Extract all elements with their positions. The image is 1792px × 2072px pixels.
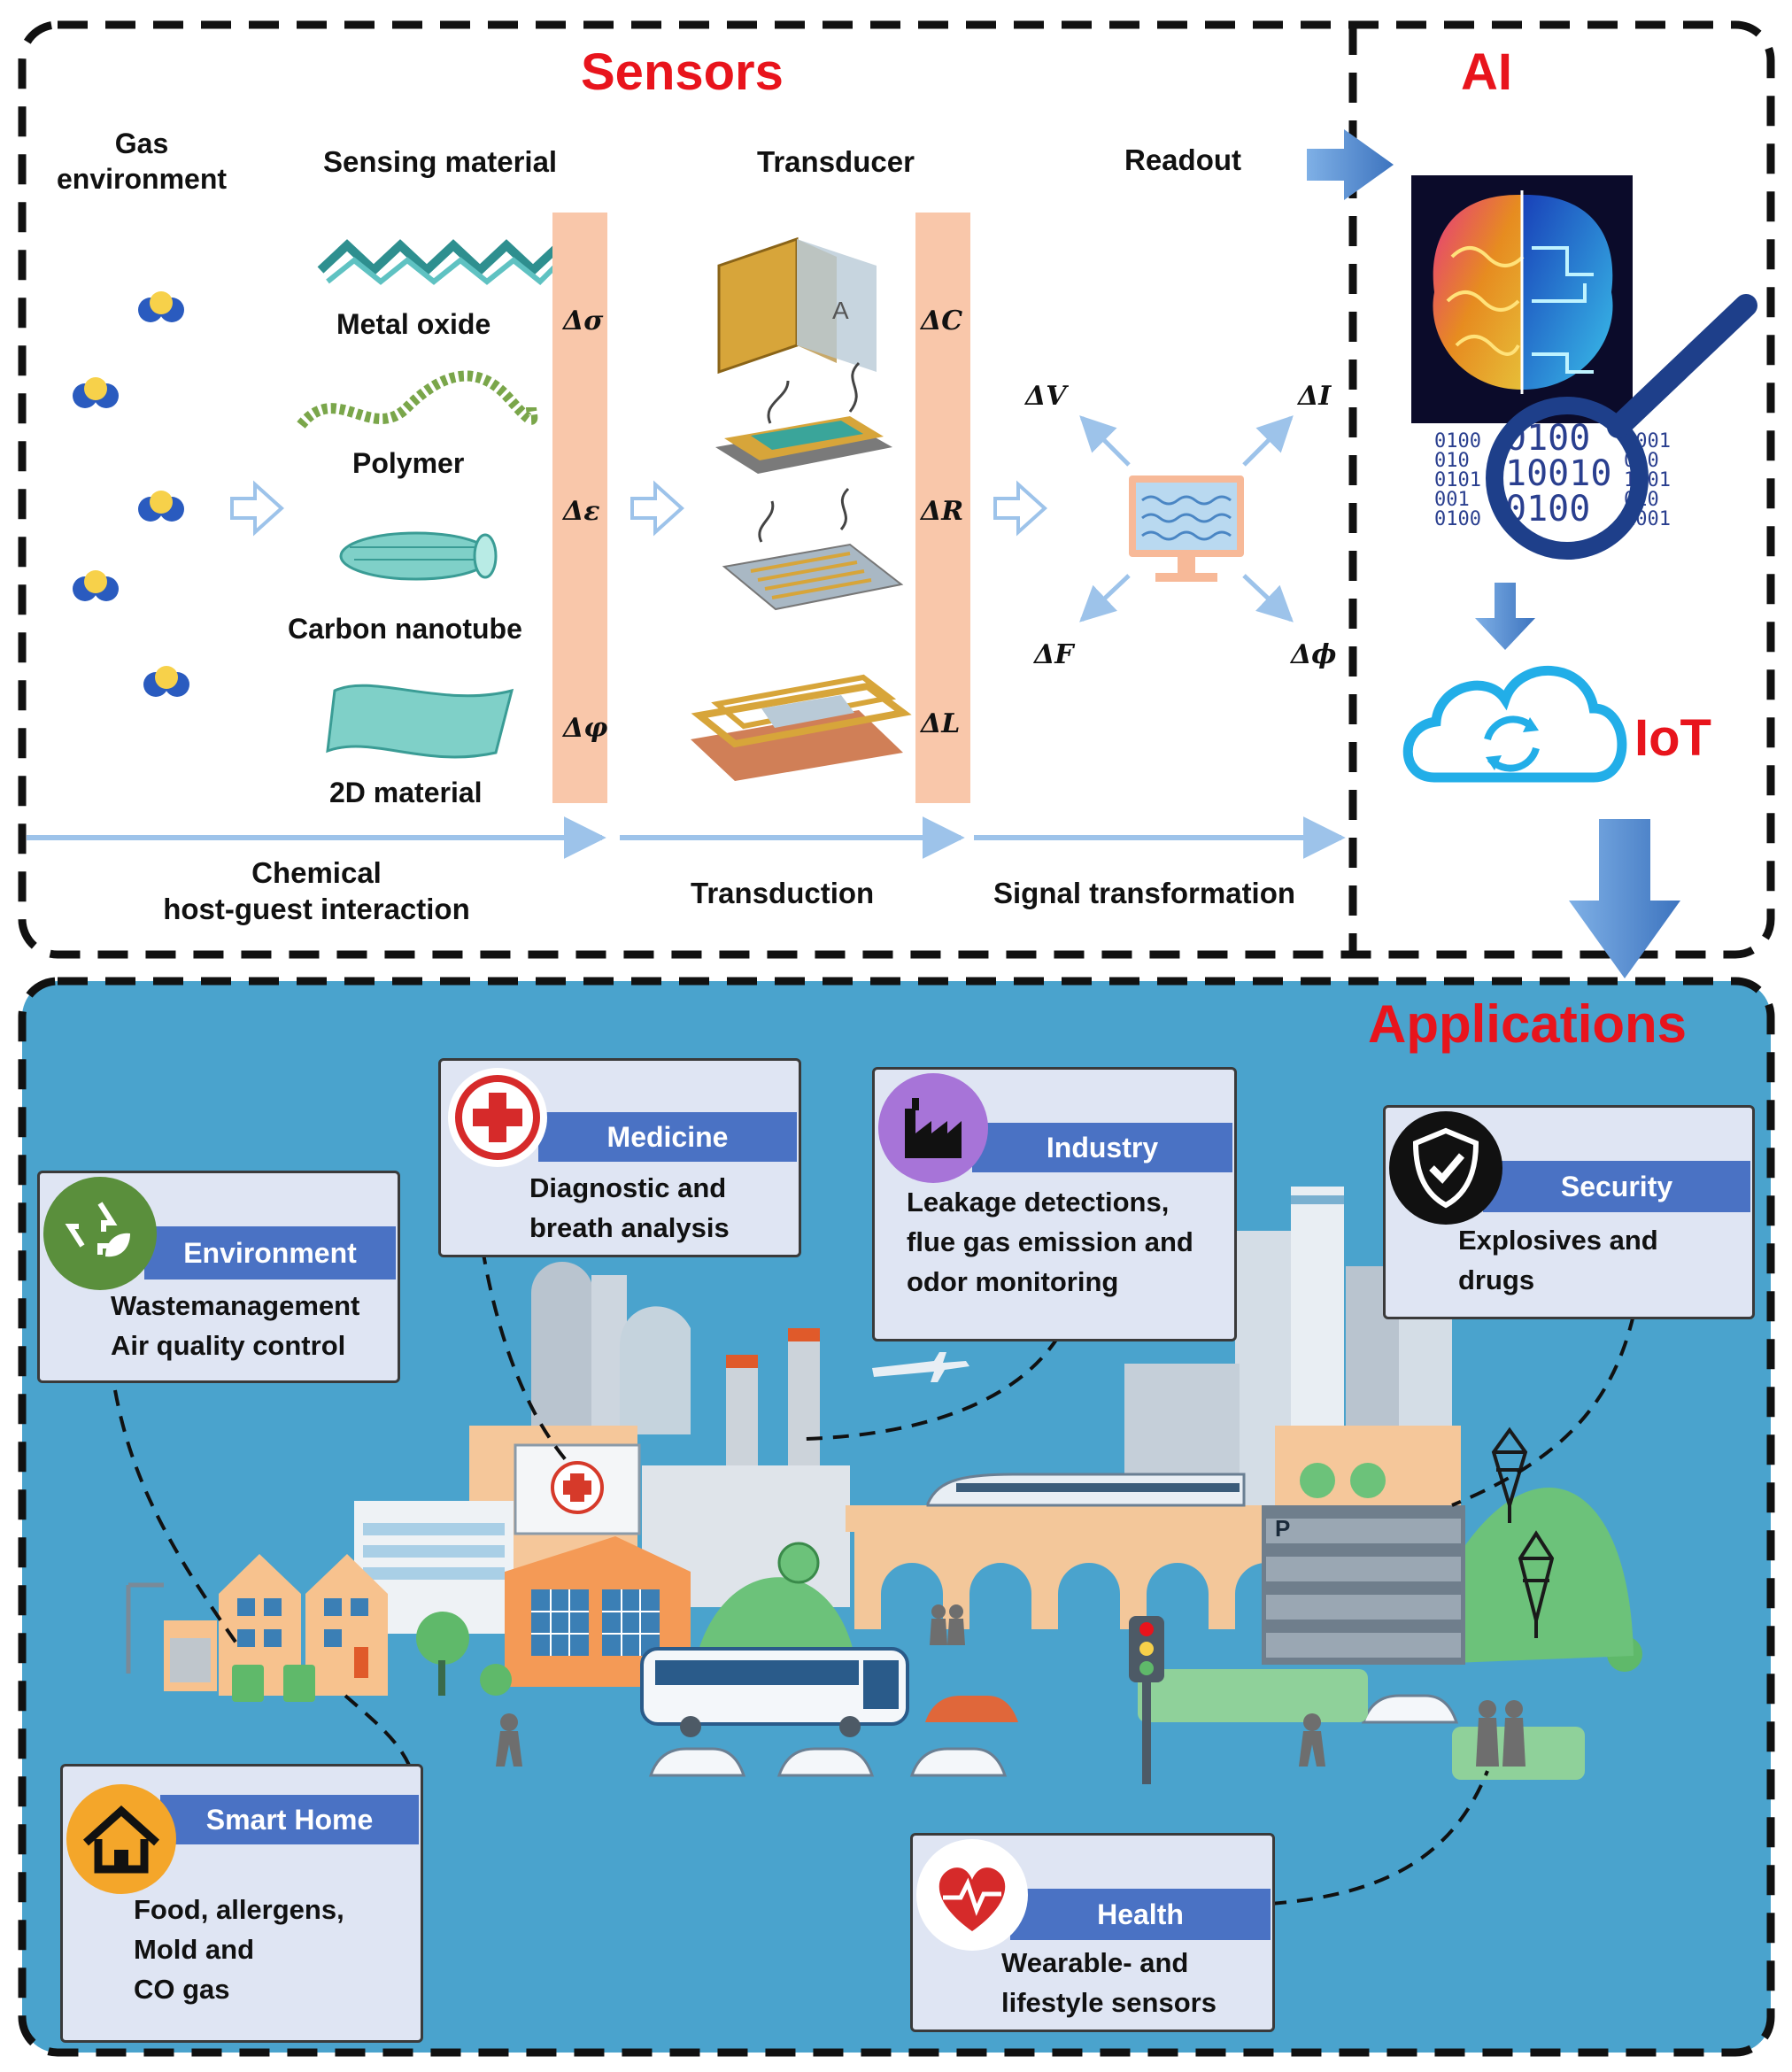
delta-label: Δϕ bbox=[1291, 639, 1337, 670]
gas-molecules bbox=[73, 291, 189, 697]
delta-label: ΔV bbox=[1025, 381, 1067, 412]
delta-label: ΔL bbox=[921, 708, 961, 739]
material-label: Polymer bbox=[352, 447, 465, 479]
readout-header: Readout bbox=[1124, 143, 1241, 176]
environment-text: Wastemanagement Air quality control bbox=[111, 1290, 360, 1361]
iot-title: IoT bbox=[1634, 709, 1711, 767]
transducer-header: Transducer bbox=[757, 145, 915, 178]
interdigitated-illustration bbox=[722, 487, 904, 611]
gas-environment-header: Gas environment bbox=[56, 128, 228, 195]
delta-label: Δσ bbox=[563, 305, 604, 336]
transducer-delta-bar bbox=[915, 213, 970, 803]
binary-line: 0100 bbox=[1434, 430, 1481, 452]
delta-label: ΔR bbox=[921, 496, 964, 527]
factory-icon bbox=[878, 1073, 988, 1183]
ai-title: AI bbox=[1461, 43, 1512, 101]
monitor-icon bbox=[1129, 475, 1244, 582]
health-card: Health Wearable- and lifestyle sensors bbox=[910, 1833, 1275, 2032]
sensors-ai-frame bbox=[18, 20, 1775, 959]
cloud-sync-icon bbox=[1402, 666, 1627, 783]
medicine-text: Diagnostic and breath analysis bbox=[529, 1172, 730, 1243]
delta-label: ΔC bbox=[921, 305, 963, 336]
heart-pulse-icon bbox=[916, 1839, 1028, 1951]
stage-label: Signal transformation bbox=[993, 877, 1296, 909]
security-card: Security Explosives and drugs bbox=[1383, 1105, 1755, 1319]
binary-line: 010 bbox=[1434, 450, 1470, 472]
carbon-nanotube-illustration bbox=[339, 531, 498, 581]
medicine-card: Medicine Diagnostic and breath analysis bbox=[438, 1058, 801, 1257]
smart-home-card: Smart Home Food, allergens, Mold and CO … bbox=[60, 1764, 423, 2043]
binary-line: 001 bbox=[1434, 489, 1470, 511]
sensors-title: Sensors bbox=[581, 43, 784, 101]
binary-line: 0101 bbox=[1434, 469, 1481, 491]
material-label: Metal oxide bbox=[336, 308, 491, 340]
recycle-icon bbox=[43, 1177, 157, 1290]
inductor-illustration bbox=[691, 674, 912, 781]
city-illustration: P bbox=[126, 1187, 1642, 1784]
hollow-arrows bbox=[230, 480, 1047, 537]
metal-oxide-illustration bbox=[317, 239, 563, 286]
shield-check-icon bbox=[1389, 1111, 1502, 1225]
smart-home-text: Food, allergens, Mold and CO gas bbox=[134, 1894, 344, 2005]
material-label: Carbon nanotube bbox=[288, 613, 522, 645]
industry-title: Industry bbox=[972, 1123, 1232, 1172]
binary-line: 10010 bbox=[1505, 453, 1611, 494]
2d-material-illustration bbox=[326, 684, 514, 759]
environment-card: Environment Wastemanagement Air quality … bbox=[37, 1171, 400, 1383]
smart-home-title: Smart Home bbox=[160, 1795, 419, 1844]
security-title: Security bbox=[1483, 1161, 1750, 1212]
binary-line: 0100 bbox=[1434, 508, 1481, 530]
readout-to-ai-arrow bbox=[1307, 129, 1394, 200]
health-title: Health bbox=[1010, 1889, 1271, 1940]
material-label: 2D material bbox=[329, 777, 483, 808]
material-delta-bar bbox=[552, 213, 607, 803]
delta-label: Δε bbox=[563, 496, 600, 527]
svg-text:P: P bbox=[1275, 1515, 1290, 1542]
industry-text: Leakage detections, flue gas emission an… bbox=[907, 1187, 1193, 1297]
capacitor-illustration: A bbox=[717, 236, 877, 375]
environment-title: Environment bbox=[144, 1226, 396, 1280]
applications-title: Applications bbox=[1368, 994, 1688, 1054]
delta-label: Δφ bbox=[563, 713, 608, 744]
sensing-material-header: Sensing material bbox=[323, 145, 558, 178]
stage-label: Chemical host-guest interaction bbox=[163, 856, 470, 926]
resistor-illustration bbox=[715, 361, 892, 474]
house-icon bbox=[66, 1784, 176, 1894]
delta-label: ΔI bbox=[1298, 381, 1332, 412]
security-text: Explosives and drugs bbox=[1458, 1225, 1658, 1295]
readout-arrows bbox=[1079, 415, 1294, 622]
delta-label: ΔF bbox=[1034, 639, 1074, 670]
magnifier-icon bbox=[1486, 294, 1757, 560]
health-text: Wearable- and lifestyle sensors bbox=[1001, 1947, 1217, 2018]
polymer-illustration bbox=[297, 370, 538, 429]
ai-brain-icon bbox=[1411, 175, 1633, 423]
industry-card: Industry Leakage detections, flue gas em… bbox=[872, 1067, 1237, 1341]
connector-lines bbox=[113, 1248, 1635, 1906]
svg-text:A: A bbox=[832, 297, 849, 324]
medicine-title: Medicine bbox=[538, 1112, 797, 1162]
stage-label: Transduction bbox=[691, 877, 875, 909]
iot-to-applications-arrow bbox=[1569, 819, 1680, 978]
medical-cross-icon bbox=[448, 1068, 547, 1167]
ai-to-iot-arrow bbox=[1475, 583, 1535, 650]
